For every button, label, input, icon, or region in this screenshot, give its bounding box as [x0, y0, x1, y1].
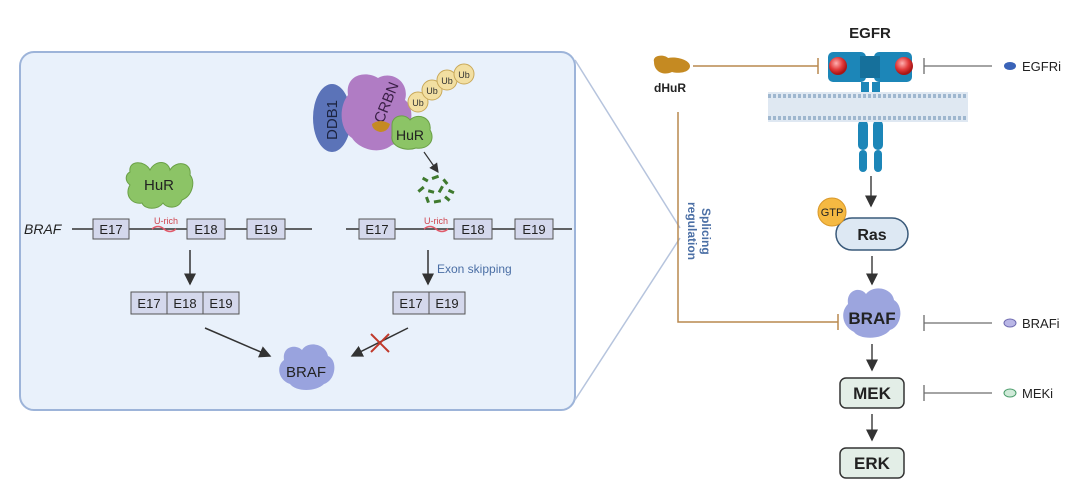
gtp-badge [817, 197, 847, 227]
urich-mark-left [151, 225, 177, 233]
egfr-ligand-right [895, 57, 913, 75]
dhur-in-complex [372, 121, 390, 132]
product-e19-right [428, 291, 466, 315]
exon-e19-right [514, 218, 554, 240]
urich-mark-right [423, 225, 449, 233]
egfr-ligand-left [829, 57, 847, 75]
zoom-line-bottom [574, 237, 681, 401]
exon-e18-left [186, 218, 226, 240]
degradation-arrow [423, 151, 439, 173]
product-e17-left-label: E17 [137, 296, 160, 311]
exon-e18-right-label: E18 [461, 222, 484, 237]
ras-label: Ras [857, 227, 886, 244]
exon-e18-left-label: E18 [194, 222, 217, 237]
zoom-line-top [574, 59, 681, 229]
meki-dot [1003, 388, 1017, 398]
splicing-label-1: Splicing [699, 208, 713, 255]
degraded-fragments [417, 174, 455, 204]
exon-e19-left-label: E19 [254, 222, 277, 237]
braf-protein [843, 288, 901, 338]
dhur-molecule [653, 55, 690, 74]
ub-1-label: Ub [412, 98, 424, 108]
hur-protein-left: HuR [125, 162, 194, 209]
splicing-line [677, 112, 838, 323]
exon-e17-right [358, 218, 396, 240]
ddb1-protein [313, 84, 351, 152]
ub-2-label: Ub [426, 86, 438, 96]
exon-e17-right-label: E17 [365, 222, 388, 237]
gtp-label: GTP [821, 207, 844, 219]
exon-e18-right [453, 218, 493, 240]
urich-label-right: U-rich [424, 216, 448, 226]
blocked-cross-icon [370, 333, 390, 353]
urich-label-left: U-rich [154, 216, 178, 226]
braf-label-inset: BRAF [286, 364, 326, 381]
gene-label-braf: BRAF [24, 221, 63, 237]
erk-label: ERK [854, 454, 891, 473]
product-e18-left-label: E18 [173, 296, 196, 311]
mek-label: MEK [853, 384, 892, 403]
exon-e19-right-label: E19 [522, 222, 545, 237]
splicing-label-2: regulation [685, 202, 699, 260]
product-e17-right-label: E17 [399, 296, 422, 311]
egfri-dot [1004, 62, 1016, 70]
hur-label-left: HuR [144, 177, 174, 194]
meki-label: MEKi [1022, 386, 1053, 401]
ub-2 [421, 79, 443, 101]
exon-e19-left [246, 218, 286, 240]
ub-1 [407, 91, 429, 113]
left-to-braf-arrow [204, 327, 272, 358]
braf-label: BRAF [848, 309, 895, 328]
dhur-label: dHuR [654, 81, 686, 95]
hur-protein-right [391, 115, 433, 150]
ras-node [835, 217, 909, 251]
ub-4-label: Ub [458, 70, 470, 80]
egfri-label: EGFRi [1022, 59, 1061, 74]
brafi-dot [1003, 318, 1017, 328]
inset-panel [19, 51, 576, 411]
ddb1-label: DDB1 [324, 100, 341, 140]
exon-skip-label: Exon skipping [437, 262, 512, 276]
braf-protein-inset [279, 344, 335, 390]
ub-4 [453, 63, 475, 85]
mek-node [839, 377, 905, 409]
exon-e17-left-label: E17 [99, 222, 122, 237]
cell-membrane [768, 92, 968, 122]
egfr-label: EGFR [849, 25, 891, 42]
erk-node [839, 447, 905, 479]
product-e19-right-label: E19 [435, 296, 458, 311]
hur-label-right: HuR [396, 127, 424, 143]
ub-3-label: Ub [441, 76, 453, 86]
product-e19-left-label: E19 [209, 296, 232, 311]
exon-e17-left [92, 218, 130, 240]
brafi-label: BRAFi [1022, 316, 1060, 331]
product-e19-left [202, 291, 240, 315]
